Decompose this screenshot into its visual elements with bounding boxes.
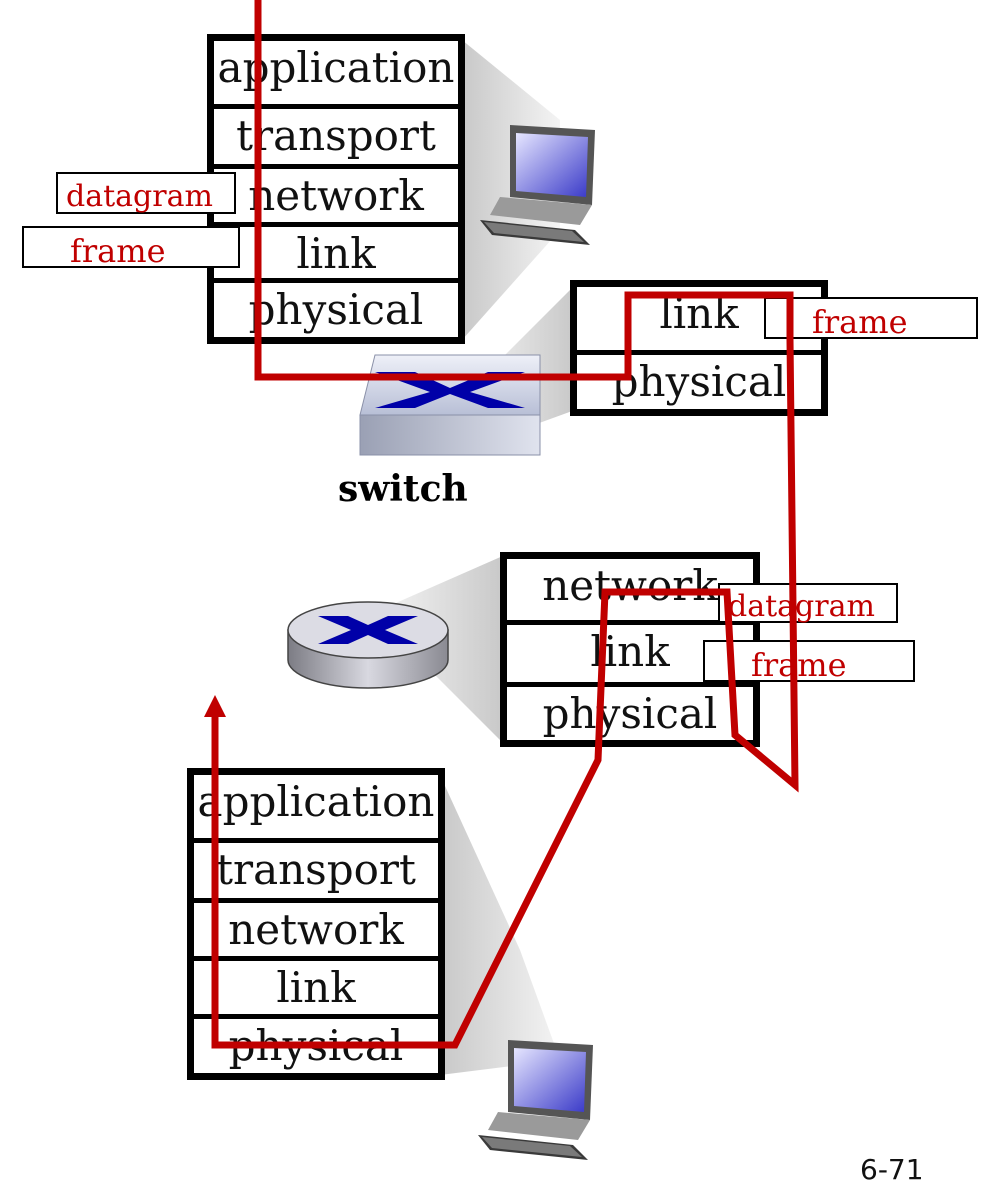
bottom-host-layer-application: application [197,777,435,826]
switch-stack: link physical [570,280,828,416]
switch-frame-tag: frame [764,297,978,339]
page-number: 6-71 [860,1153,924,1186]
bottom-host-layer-network: network [194,898,438,956]
bottom-computer-icon [478,1040,593,1160]
top-host-layer-physical: physical [214,278,458,344]
data-path [211,0,799,1049]
top-host-layer-network: network [214,164,458,222]
bottom-host-layer-link: link [194,956,438,1014]
switch-icon [359,354,541,456]
router-frame-tag: frame [703,640,915,682]
router-icon [287,601,449,689]
switch-layer-physical: physical [577,350,821,416]
bottom-host-layer-transport: transport [194,838,438,898]
switch-layer-link: link [659,289,739,338]
top-computer-icon [480,125,595,245]
top-host-datagram-tag: datagram [56,172,236,214]
switch-label: switch [338,468,468,510]
top-host-layer-link: link [214,222,458,278]
router-layer-physical: physical [507,682,753,747]
top-host-layer-transport: transport [214,104,458,164]
bottom-host-projection [440,775,560,1075]
top-host-frame-tag: frame [22,226,240,268]
path-arrowhead [204,695,226,717]
router-datagram-tag: datagram [718,583,898,623]
bottom-host-stack: application transport network link physi… [187,768,445,1080]
router-layer-network: network [542,561,718,610]
